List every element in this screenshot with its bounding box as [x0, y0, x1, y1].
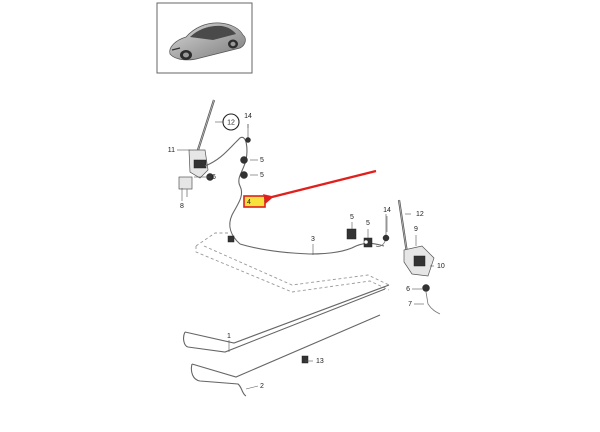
- part-label-5-lower: 5: [260, 172, 264, 179]
- left-antenna-assembly: [178, 99, 216, 197]
- routing-outline: [195, 232, 390, 293]
- antenna-cable: [204, 124, 385, 255]
- part-label-6-left: 6: [212, 174, 216, 181]
- part-label-13: 13: [316, 358, 324, 365]
- part-label-6-right: 6: [406, 286, 410, 293]
- callout-arrow: [263, 169, 377, 204]
- leader-lines: [177, 121, 434, 390]
- part-label-5-right-b: 5: [366, 220, 370, 227]
- right-antenna-assembly: [346, 199, 441, 315]
- part-label-14-right: 14: [383, 207, 391, 214]
- part-label-1: 1: [227, 333, 231, 340]
- part-label-7: 7: [408, 301, 412, 308]
- part-label-2: 2: [260, 383, 264, 390]
- part-label-12-right: 12: [416, 211, 424, 218]
- car-icon: [169, 22, 246, 61]
- part-label-14-left: 14: [244, 113, 252, 120]
- part-label-4: 4: [247, 199, 251, 206]
- vehicle-thumbnail: [156, 2, 253, 74]
- part-labels: 12 14 11 5 6 5 8 4 3 5 5 14 12 9 10 6 7 …: [168, 113, 445, 390]
- part-label-8: 8: [180, 203, 184, 210]
- part-label-11: 11: [168, 147, 175, 154]
- lower-cables: [183, 284, 390, 397]
- part-label-10: 10: [437, 263, 445, 270]
- part-label-5-right-a: 5: [350, 214, 354, 221]
- part-label-5-upper: 5: [260, 157, 264, 164]
- part-label-3: 3: [311, 236, 315, 243]
- part-label-12-left: 12: [227, 120, 235, 127]
- callout-circle-12: [222, 113, 240, 131]
- part-label-9: 9: [414, 226, 418, 233]
